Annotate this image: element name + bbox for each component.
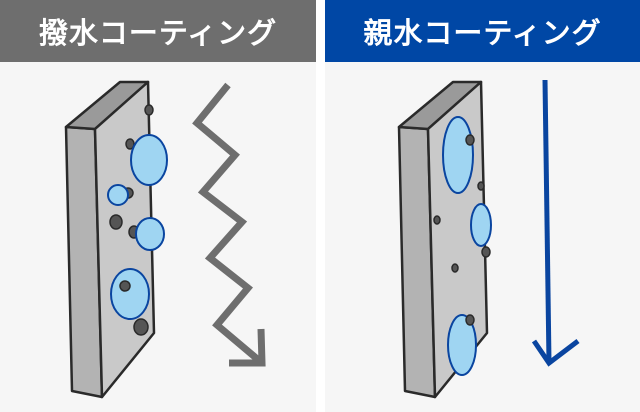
left-water-droplets bbox=[107, 134, 168, 320]
right-dirt-spots bbox=[433, 134, 491, 326]
water-repellent-title: 撥水コーティング bbox=[0, 0, 316, 62]
hydrophilic-title: 親水コーティング bbox=[325, 0, 640, 62]
hydrophilic-panel: 親水コーティング bbox=[325, 0, 640, 412]
right-water-film bbox=[442, 116, 492, 376]
water-repellent-panel: 撥水コーティング bbox=[0, 0, 316, 412]
dirt-spot-in-droplet bbox=[119, 280, 131, 292]
zigzag-arrow-icon bbox=[192, 82, 266, 367]
straight-down-arrow-icon bbox=[531, 79, 580, 367]
